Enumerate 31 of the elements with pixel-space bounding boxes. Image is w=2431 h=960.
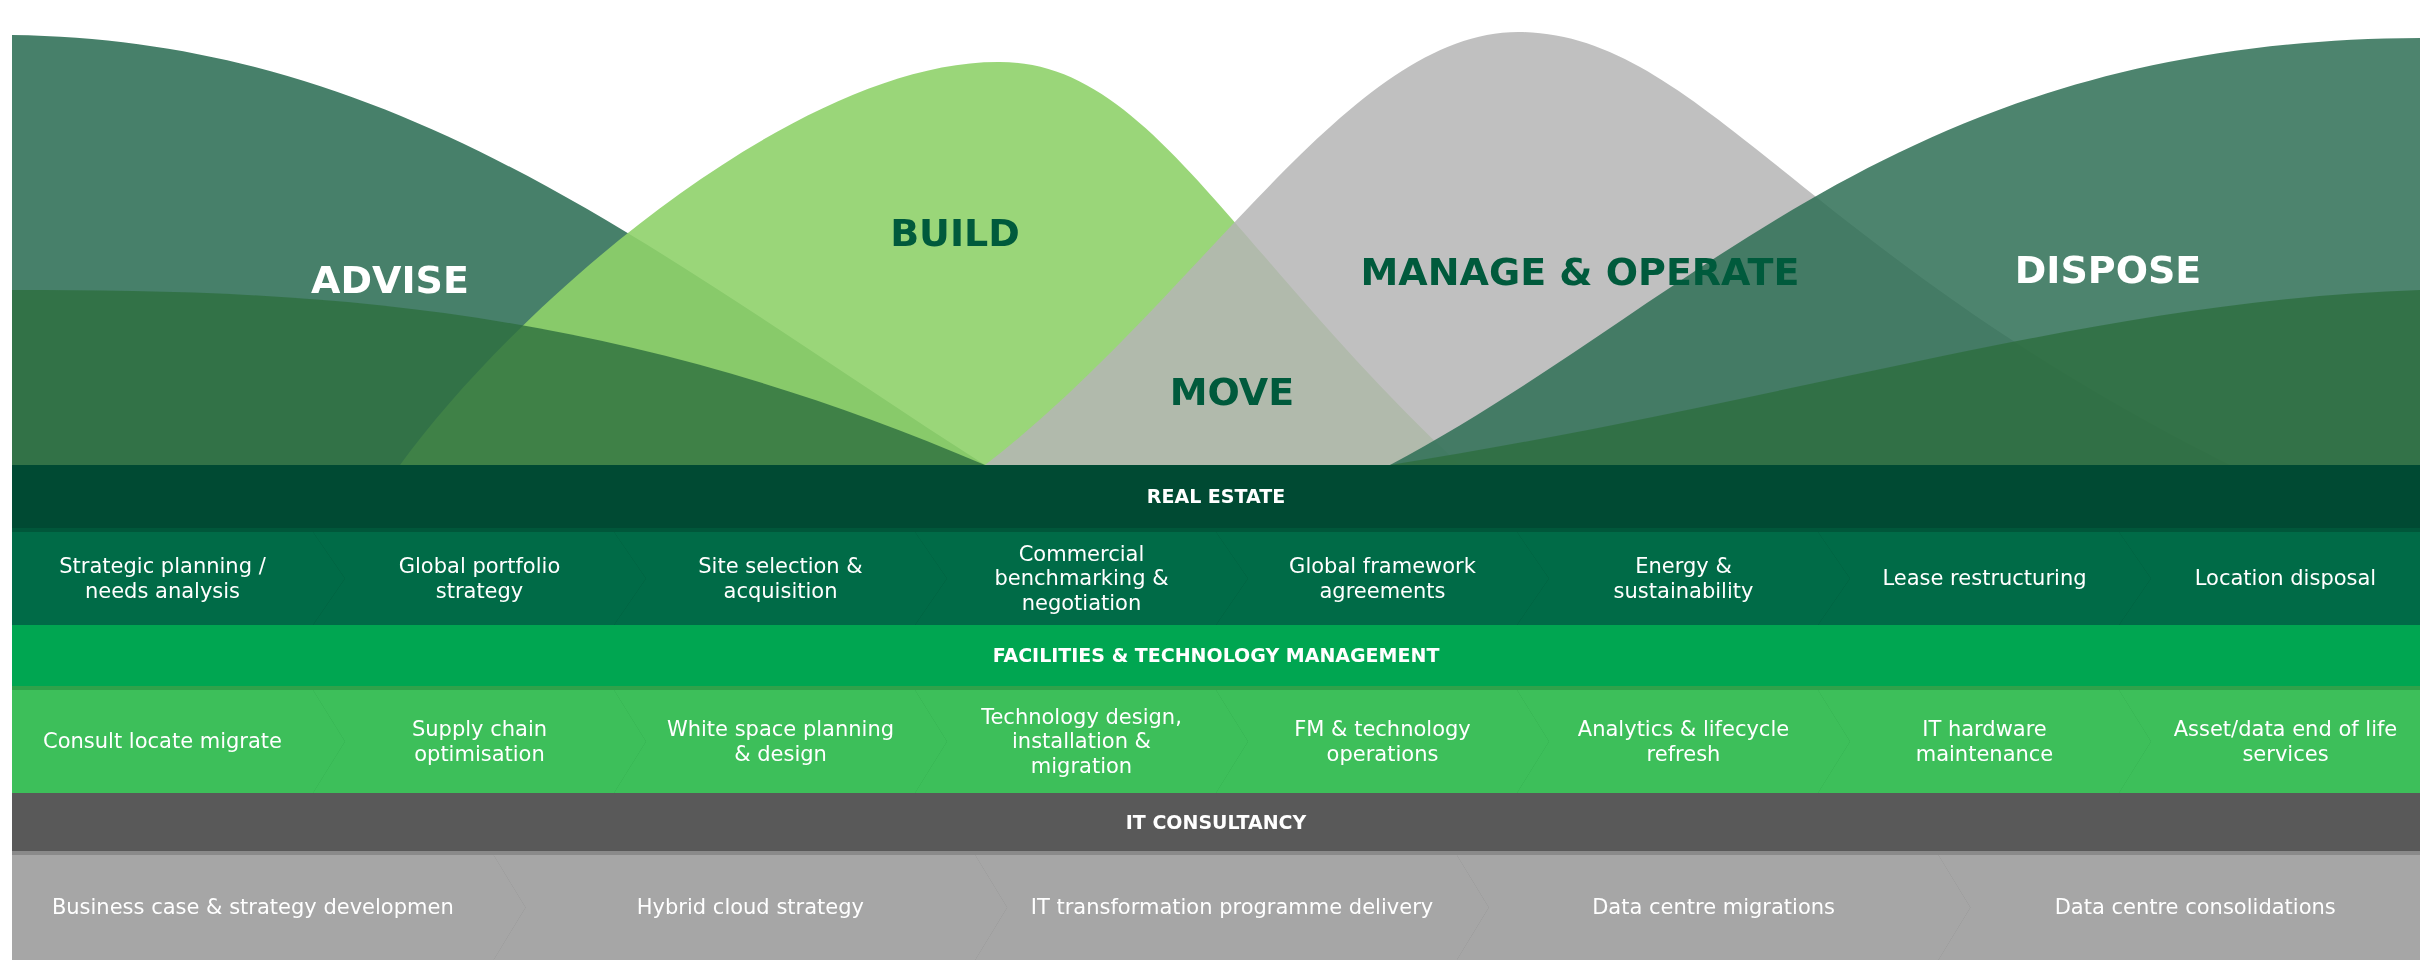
chevron-step: Data centre consolidations [1938,855,2420,960]
chevron-step: Site selection & acquisition [614,532,947,625]
chevron-step: Asset/data end of life services [2119,690,2420,793]
band-heading: FACILITIES & TECHNOLOGY MANAGEMENT [12,625,2420,686]
chevron-step: White space planning & design [614,690,947,793]
chevron-step: Energy & sustainability [1517,532,1850,625]
phase-label: BUILD [890,211,1020,255]
chevron-step: Hybrid cloud strategy [493,855,1008,960]
chevron-step: Strategic planning / needs analysis [12,532,345,625]
chevron-step: Data centre migrations [1456,855,1971,960]
service-band [12,625,2420,793]
chevron-step: Consult locate migrate [12,690,345,793]
chevron-step: Lease restructuring [1818,532,2151,625]
chevron-step: Global portfolio strategy [313,532,646,625]
chevron-step: Location disposal [2119,532,2420,625]
chevron-step: FM & technology operations [1216,690,1549,793]
chevron-step: Analytics & lifecycle refresh [1517,690,1850,793]
chevron-step: Technology design, installation & migration [915,690,1248,793]
phase-label: ADVISE [311,258,469,302]
phase-label: MOVE [1169,370,1295,414]
service-band [12,793,2420,960]
chevron-step: Commercial benchmarking & negotiation [915,532,1248,625]
chevron-step: IT hardware maintenance [1818,690,2151,793]
band-heading: REAL ESTATE [12,465,2420,528]
chevron-step: Supply chain optimisation [313,690,646,793]
chevron-step: Business case & strategy developmen [12,855,526,960]
phase-label: DISPOSE [2014,248,2202,292]
service-band [12,465,2420,625]
chevron-step: Global framework agreements [1216,532,1549,625]
chevron-step: IT transformation programme delivery [975,855,1489,960]
band-heading: IT CONSULTANCY [12,793,2420,851]
